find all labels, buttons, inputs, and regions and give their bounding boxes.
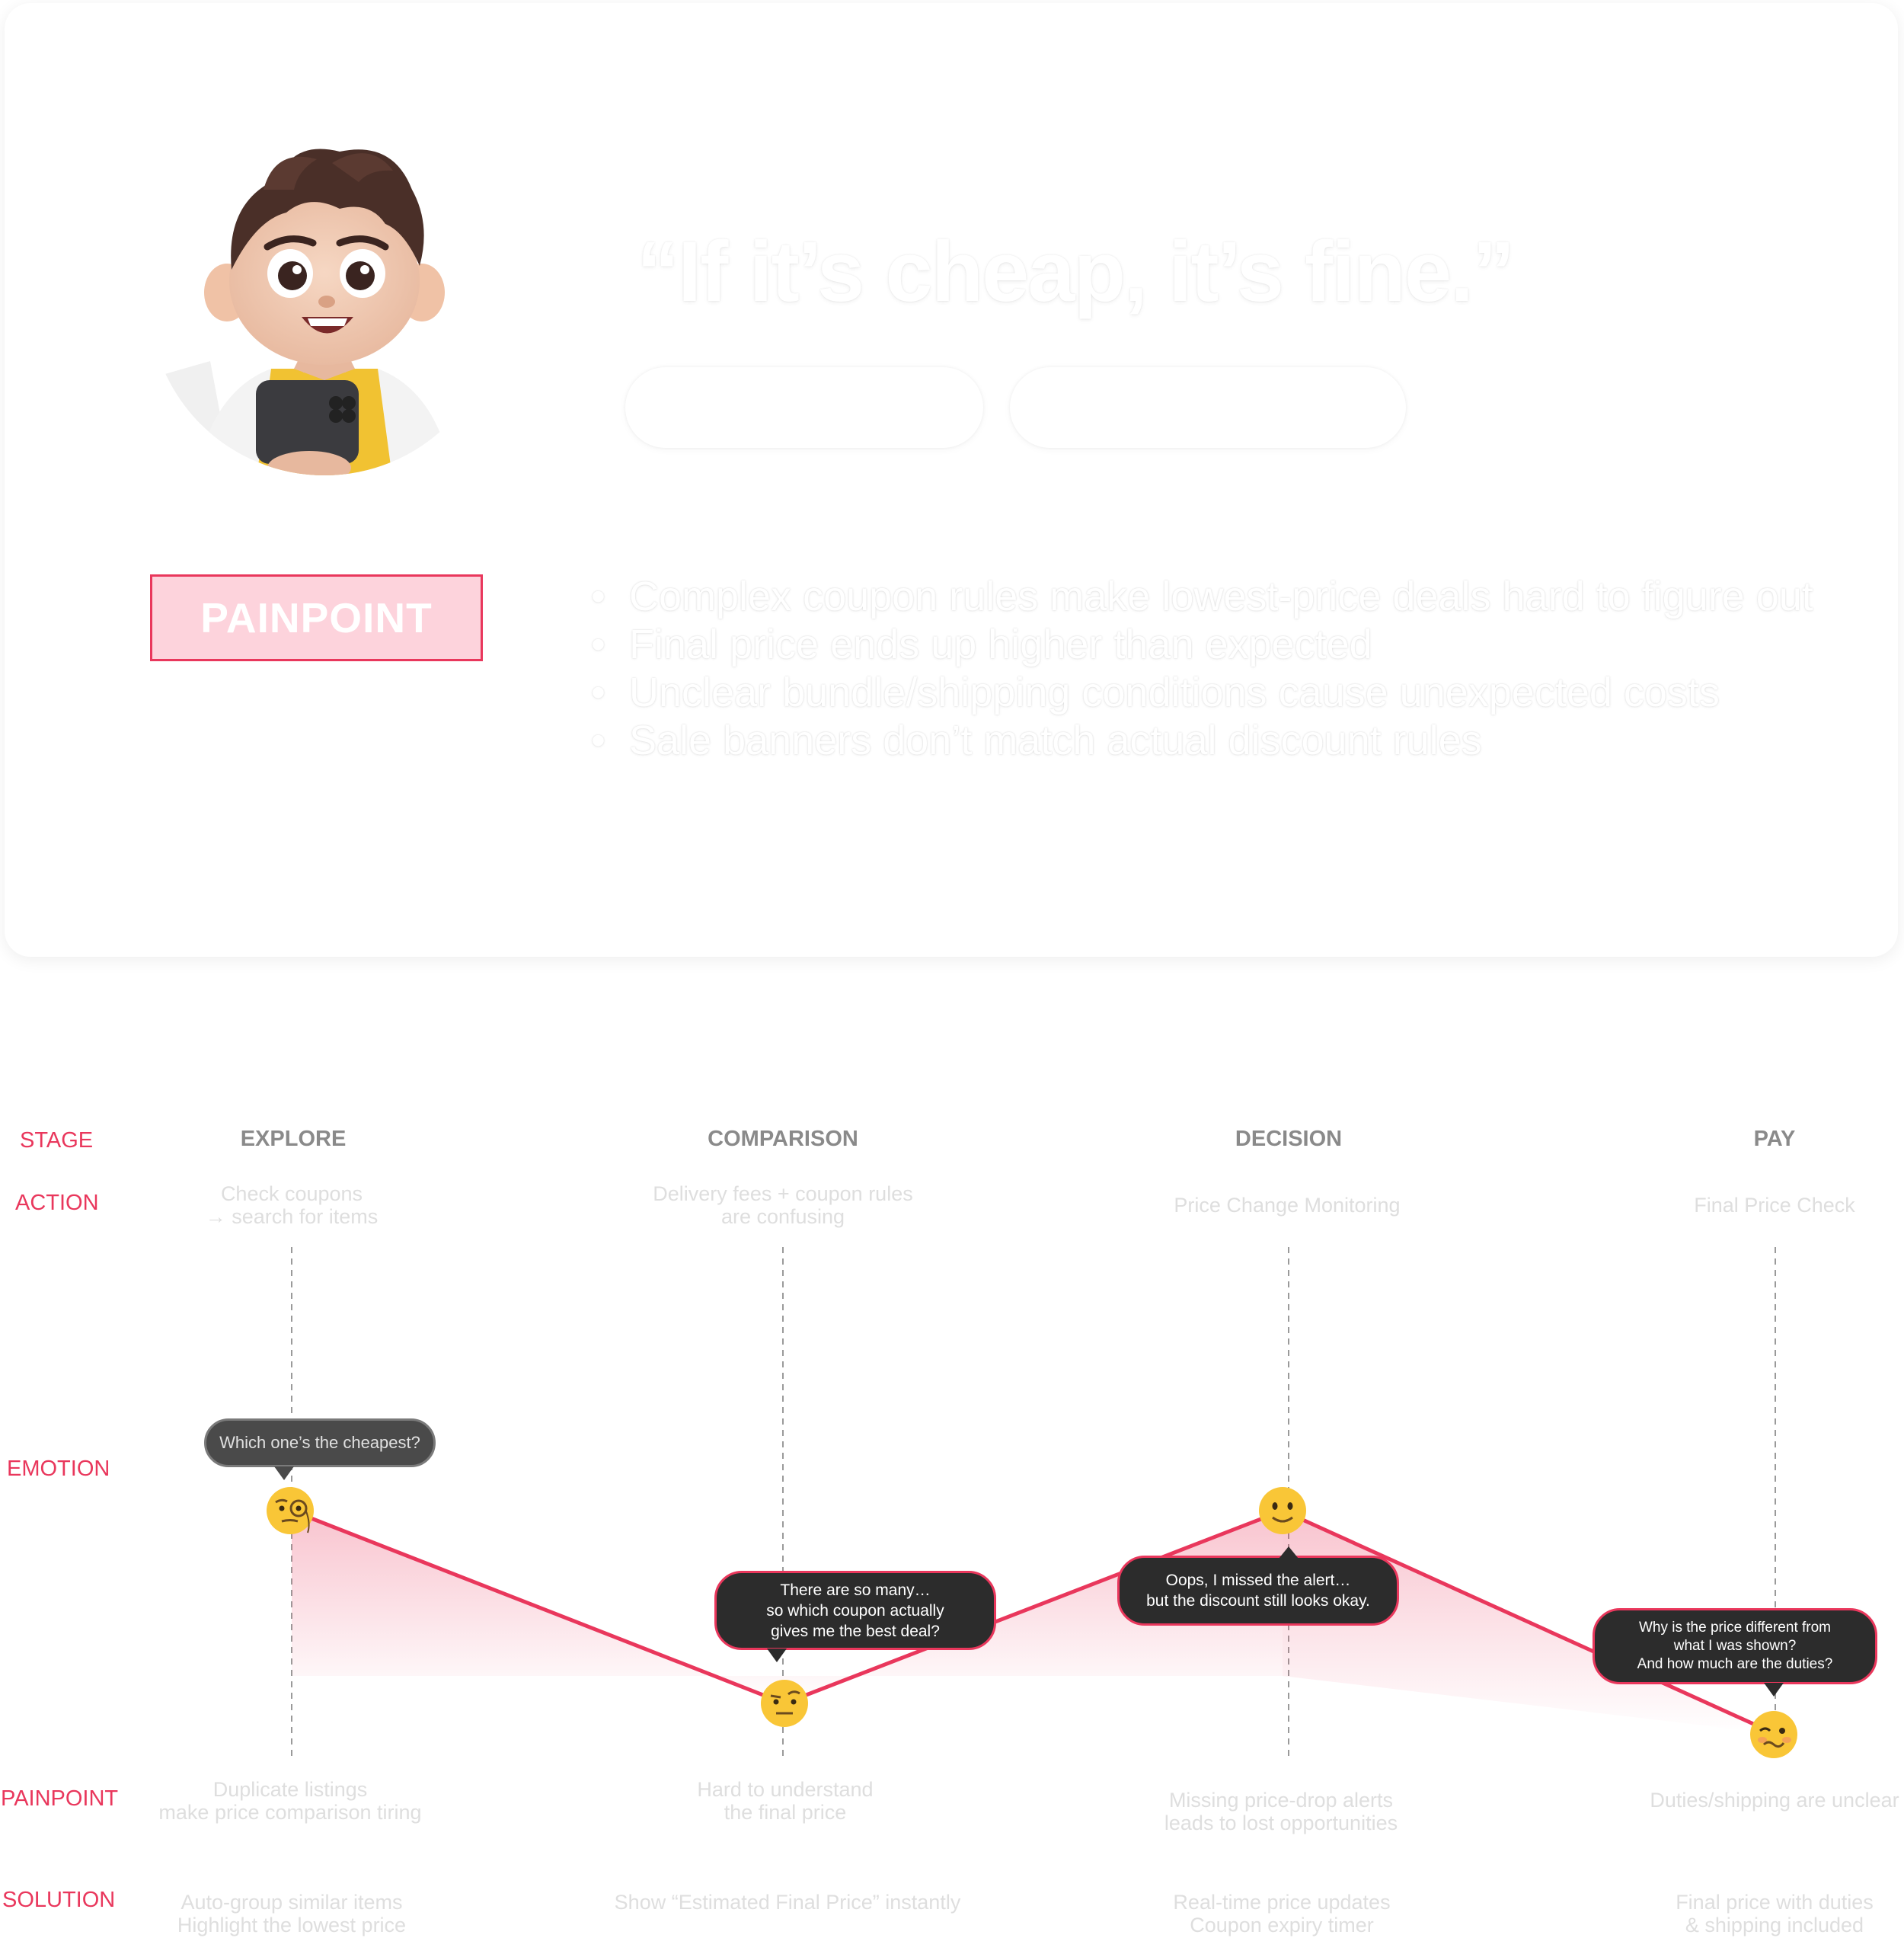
solution-explore: Auto-group similar items Highlight the l… xyxy=(177,1891,407,1936)
painpoint-item: •Sale banners don’t match actual discoun… xyxy=(591,718,1482,763)
bubble-tail xyxy=(274,1466,294,1480)
persona-tag-pill xyxy=(1010,367,1406,448)
persona-card: “If it’s cheap, it’s fine.” PAINPOINT •C… xyxy=(5,3,1898,957)
painpoint-item: •Complex coupon rules make lowest-price … xyxy=(591,574,1813,619)
emotion-area xyxy=(292,1511,1283,1703)
painpoint-list: •Complex coupon rules make lowest-price … xyxy=(591,573,1813,765)
bubble-tail xyxy=(767,1649,787,1662)
painpoint-comparison: Hard to understand the final price xyxy=(697,1778,874,1824)
painpoint-pay: Duties/shipping are unclear xyxy=(1650,1789,1899,1812)
emotion-bubble-pay: Why is the price different from what I w… xyxy=(1593,1608,1877,1684)
painpoint-item: •Unclear bundle/shipping conditions caus… xyxy=(591,670,1720,715)
bubble-tail xyxy=(1764,1683,1784,1697)
slightly-smiling-face-icon xyxy=(1259,1487,1306,1534)
emotion-bubble-explore: Which one’s the cheapest? xyxy=(204,1418,436,1467)
painpoint-decision: Missing price-drop alerts leads to lost … xyxy=(1164,1789,1398,1834)
persona-quote: “If it’s cheap, it’s fine.” xyxy=(637,224,1515,319)
woozy-face-icon xyxy=(1750,1711,1797,1758)
action-pay: Final Price Check xyxy=(1694,1194,1855,1217)
bubble-tail xyxy=(1279,1546,1299,1559)
row-label-stage: STAGE xyxy=(20,1128,94,1153)
emotion-bubble-comparison: There are so many… so which coupon actua… xyxy=(714,1571,996,1650)
painpoint-badge: PAINPOINT xyxy=(150,574,483,661)
emotion-bubble-decision: Oops, I missed the alert… but the discou… xyxy=(1117,1556,1399,1626)
painpoint-explore: Duplicate listings make price comparison… xyxy=(158,1778,422,1824)
persona-tag-pill xyxy=(625,367,983,448)
solution-pay: Final price with duties & shipping inclu… xyxy=(1676,1891,1874,1936)
emotion-line xyxy=(291,1508,1777,1736)
stage-comparison: COMPARISON xyxy=(708,1127,858,1151)
action-decision: Price Change Monitoring xyxy=(1174,1194,1401,1217)
persona-avatar xyxy=(149,125,500,475)
solution-comparison: Show “Estimated Final Price” instantly xyxy=(614,1891,961,1914)
row-label-action: ACTION xyxy=(15,1191,99,1215)
row-label-painpoint: PAINPOINT xyxy=(1,1786,119,1811)
painpoint-item: •Final price ends up higher than expecte… xyxy=(591,622,1372,667)
action-explore: Check coupons → search for items xyxy=(205,1182,379,1228)
stage-decision: DECISION xyxy=(1235,1127,1343,1151)
action-comparison: Delivery fees + coupon rules are confusi… xyxy=(653,1182,913,1228)
raised-eyebrow-face-icon xyxy=(761,1680,808,1727)
stage-explore: EXPLORE xyxy=(240,1127,347,1151)
row-label-emotion: EMOTION xyxy=(7,1457,110,1481)
monocle-face-icon xyxy=(267,1487,314,1534)
row-label-solution: SOLUTION xyxy=(2,1888,116,1912)
stage-pay: PAY xyxy=(1753,1127,1796,1151)
solution-decision: Real-time price updates Coupon expiry ti… xyxy=(1173,1891,1391,1936)
